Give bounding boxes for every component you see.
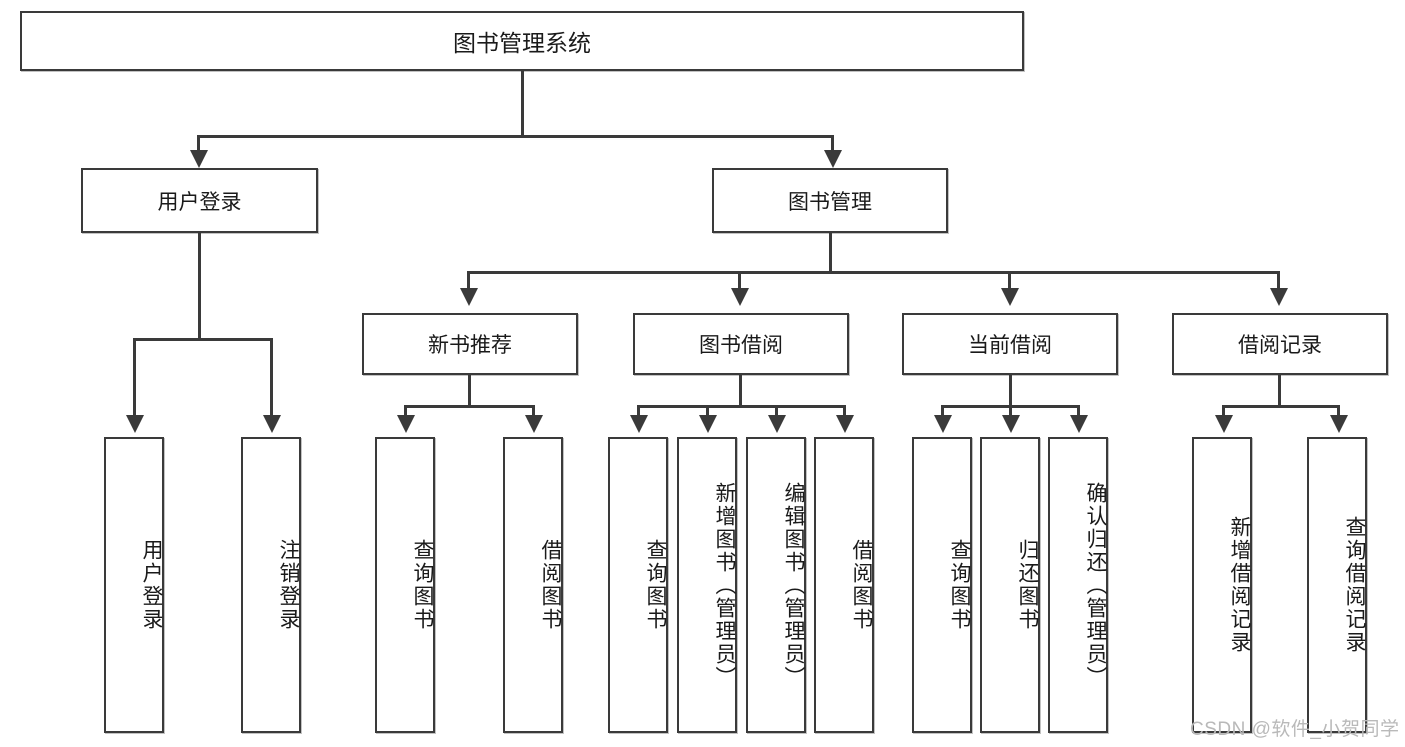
arrow-query-book-1: [397, 415, 415, 433]
connector-drop-confirm-return: [1077, 405, 1080, 419]
arrow-borrow-book-2: [836, 415, 854, 433]
connector-book-borrow-stem: [739, 375, 742, 407]
connector-book-management-stem: [829, 233, 832, 273]
node-current-borrow[interactable]: 当前借阅: [902, 313, 1118, 375]
arrow-leaf-logout: [263, 415, 281, 433]
arrow-query-book-3: [934, 415, 952, 433]
connector-new-book-stem: [468, 375, 471, 407]
connector-drop-book-borrow: [738, 271, 741, 293]
connector-book-borrow-bus: [637, 405, 846, 408]
connector-borrow-record-stem: [1278, 375, 1281, 407]
arrow-leaf-user-login: [126, 415, 144, 433]
connector-drop-edit-book: [775, 405, 778, 419]
leaf-user-login[interactable]: 用户登录: [104, 437, 164, 733]
arrow-borrow-book-1: [525, 415, 543, 433]
connector-level2-bus: [197, 135, 834, 138]
connector-root-stem: [521, 71, 524, 137]
connector-borrow-record-bus: [1222, 405, 1340, 408]
csdn-watermark: CSDN @软件_小贺同学: [1190, 719, 1400, 740]
arrow-edit-book-admin: [768, 415, 786, 433]
node-root-system[interactable]: 图书管理系统: [20, 11, 1024, 71]
connector-drop-return-book: [1009, 405, 1012, 419]
connector-user-login-bus: [133, 338, 270, 341]
leaf-add-borrow-record[interactable]: 新增借阅记录: [1192, 437, 1252, 733]
leaf-query-book-current[interactable]: 查询图书: [912, 437, 972, 733]
connector-drop-current-borrow: [1008, 271, 1011, 293]
connector-drop-user-login: [197, 135, 200, 157]
connector-drop-new-book: [467, 271, 470, 293]
node-book-management[interactable]: 图书管理: [712, 168, 948, 233]
connector-drop-query-book-2: [637, 405, 640, 419]
node-book-borrow[interactable]: 图书借阅: [633, 313, 849, 375]
arrow-borrow-record: [1270, 288, 1288, 306]
connector-drop-query-book-1: [404, 405, 407, 419]
arrow-query-borrow-record: [1330, 415, 1348, 433]
arrow-current-borrow: [1001, 288, 1019, 306]
connector-drop-add-book: [706, 405, 709, 419]
connector-current-borrow-stem: [1009, 375, 1012, 407]
connector-drop-borrow-book-2: [843, 405, 846, 419]
leaf-query-borrow-record[interactable]: 查询借阅记录: [1307, 437, 1367, 733]
leaf-add-book-admin[interactable]: 新增图书（管理员）: [677, 437, 737, 733]
connector-drop-leaf-user-login: [133, 338, 136, 420]
node-borrow-record[interactable]: 借阅记录: [1172, 313, 1388, 375]
arrow-book-borrow: [731, 288, 749, 306]
connector-new-book-bus: [404, 405, 535, 408]
leaf-borrow-book-borrow[interactable]: 借阅图书: [814, 437, 874, 733]
connector-drop-query-book-3: [941, 405, 944, 419]
connector-user-login-stem: [198, 233, 201, 340]
connector-drop-add-borrow-record: [1222, 405, 1225, 419]
arrow-confirm-return-admin: [1070, 415, 1088, 433]
node-user-login[interactable]: 用户登录: [81, 168, 318, 233]
arrow-add-book-admin: [699, 415, 717, 433]
leaf-query-book-recommend[interactable]: 查询图书: [375, 437, 435, 733]
connector-drop-book-management: [831, 135, 834, 157]
connector-level3-bus: [467, 271, 1280, 274]
connector-drop-borrow-record: [1277, 271, 1280, 293]
connector-drop-borrow-book-1: [532, 405, 535, 419]
connector-drop-query-borrow-record: [1337, 405, 1340, 419]
leaf-return-book[interactable]: 归还图书: [980, 437, 1040, 733]
leaf-query-book-borrow[interactable]: 查询图书: [608, 437, 668, 733]
arrow-return-book: [1002, 415, 1020, 433]
node-new-book-recommend[interactable]: 新书推荐: [362, 313, 578, 375]
arrow-new-book-recommend: [460, 288, 478, 306]
leaf-edit-book-admin[interactable]: 编辑图书（管理员）: [746, 437, 806, 733]
arrow-add-borrow-record: [1215, 415, 1233, 433]
leaf-confirm-return-admin[interactable]: 确认归还（管理员）: [1048, 437, 1108, 733]
leaf-borrow-book-recommend[interactable]: 借阅图书: [503, 437, 563, 733]
connector-drop-leaf-logout: [270, 338, 273, 420]
leaf-logout-login[interactable]: 注销登录: [241, 437, 301, 733]
arrow-book-management: [824, 150, 842, 168]
arrow-user-login: [190, 150, 208, 168]
arrow-query-book-2: [630, 415, 648, 433]
